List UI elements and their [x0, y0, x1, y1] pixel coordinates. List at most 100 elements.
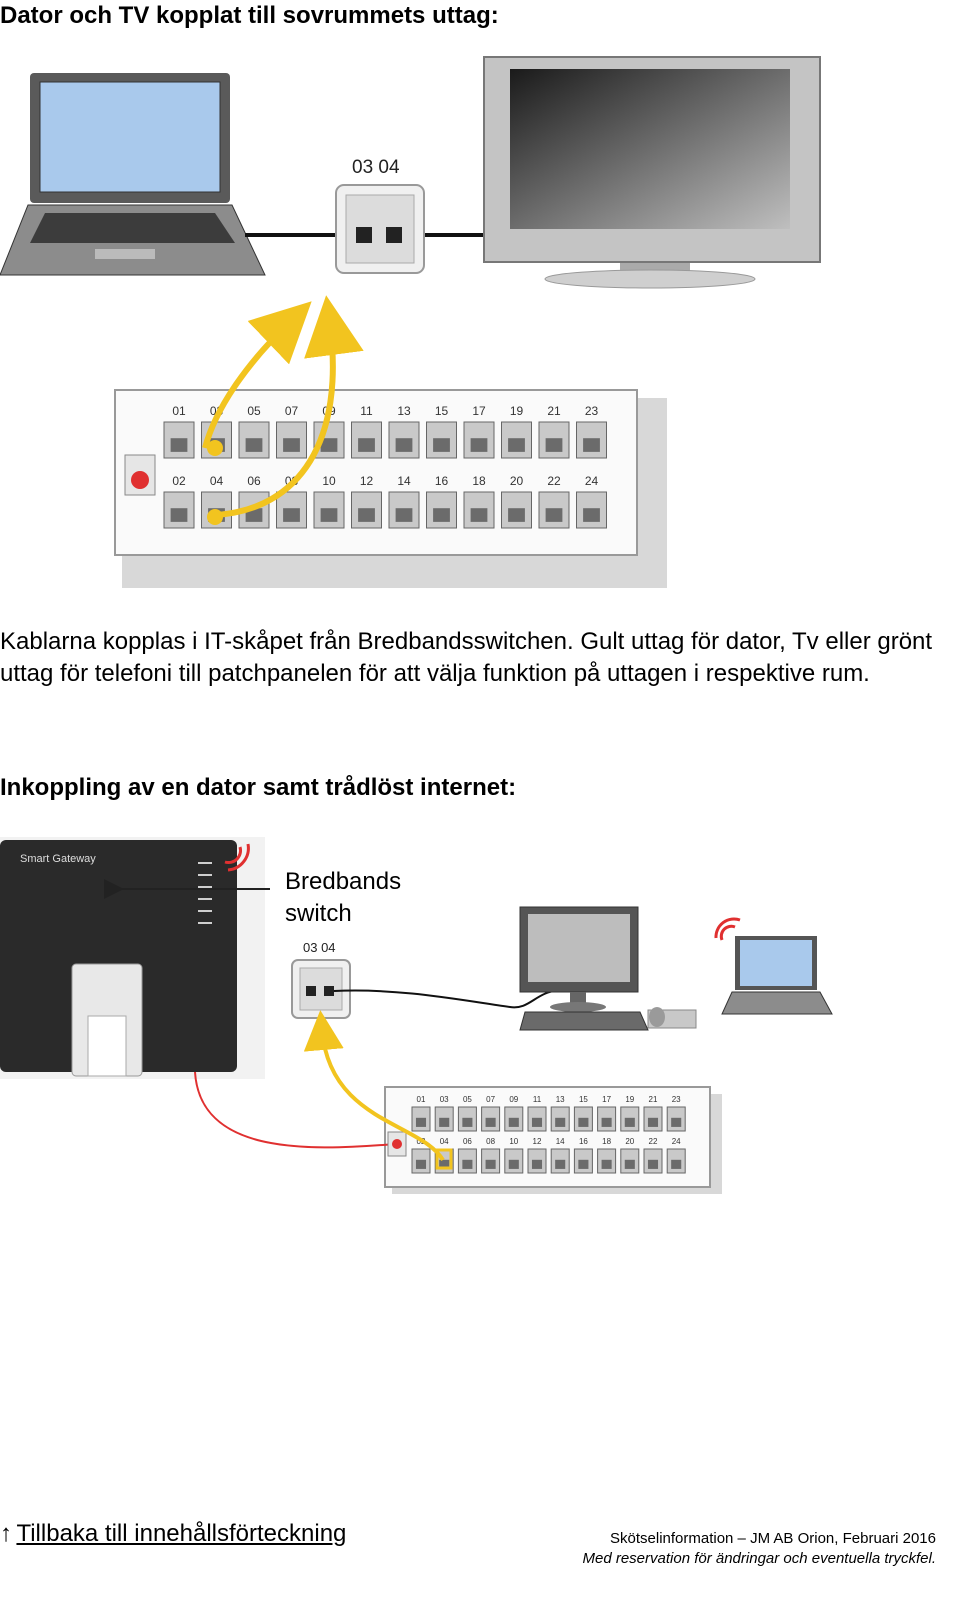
port-number-label: 24 [672, 1137, 681, 1146]
port-hole [508, 1117, 519, 1127]
section1-heading: Dator och TV kopplat till sovrummets utt… [0, 2, 499, 29]
port-number-label: 24 [585, 474, 599, 488]
port-number-label: 15 [435, 404, 449, 418]
port-hole [415, 1117, 427, 1127]
port-number-label: 04 [440, 1137, 449, 1146]
port-hole [601, 1117, 612, 1127]
port-hole [485, 1117, 496, 1127]
port-number-label: 05 [247, 404, 261, 418]
port-hole [439, 1117, 450, 1127]
outlet2-numbers: 03 04 [303, 940, 336, 955]
laptop-icon [0, 73, 266, 276]
port-number-label: 18 [472, 474, 486, 488]
port-hole [415, 1159, 427, 1169]
port-number-label: 17 [602, 1095, 611, 1104]
back-to-toc-link[interactable]: Tillbaka till innehållsförteckning [16, 1520, 347, 1547]
port-number-label: 06 [463, 1137, 472, 1146]
port-number-label: 13 [397, 404, 411, 418]
description-paragraph: Kablarna kopplas i IT-skåpet från Bredba… [0, 628, 933, 687]
port-number-label: 18 [602, 1137, 611, 1146]
port-hole [583, 508, 600, 522]
port-number-label: 07 [486, 1095, 495, 1104]
footer-info: Skötselinformation – JM AB Orion, Februa… [610, 1530, 936, 1547]
section2-heading: Inkoppling av en dator samt trådlöst int… [0, 774, 517, 801]
port-hole [439, 1159, 450, 1169]
port-hole [647, 1117, 659, 1127]
port-hole [624, 1117, 635, 1127]
port-hole [470, 438, 488, 452]
port-hole [601, 1159, 612, 1169]
port-hole [508, 438, 525, 452]
port-number-label: 05 [463, 1095, 472, 1104]
desktop-computer-icon [519, 906, 697, 1031]
port-number-label: 14 [556, 1137, 565, 1146]
port-hole [531, 1159, 543, 1169]
port-hole [555, 1159, 566, 1169]
port-number-label: 23 [585, 404, 599, 418]
switch-label-line1: Bredbands [285, 868, 402, 895]
port-hole [245, 438, 263, 452]
port-number-label: 02 [172, 474, 186, 488]
port-hole [320, 438, 338, 452]
port-number-label: 07 [285, 404, 299, 418]
port-number-label: 20 [510, 474, 524, 488]
port-number-label: 01 [417, 1095, 426, 1104]
port-hole [462, 1159, 473, 1169]
wall-outlet-icon [335, 184, 425, 274]
port-hole [170, 508, 188, 522]
port-number-label: 22 [649, 1137, 658, 1146]
port-hole [433, 508, 450, 522]
port-hole [358, 508, 375, 522]
port-hole [545, 438, 563, 452]
port-number-label: 03 [440, 1095, 449, 1104]
port-number-label: 11 [533, 1095, 542, 1104]
port-hole [671, 1117, 682, 1127]
switch-label: Bredbands switch [285, 866, 401, 930]
port-number-label: 06 [247, 474, 261, 488]
port-number-label: 20 [625, 1137, 634, 1146]
port-hole [531, 1117, 543, 1127]
port-hole [545, 508, 563, 522]
arrow-up-icon: ↑ [0, 1520, 12, 1547]
port-number-label: 21 [547, 404, 561, 418]
port-number-label: 04 [210, 474, 224, 488]
switch-label-line2: switch [285, 900, 352, 927]
port-hole [470, 508, 488, 522]
port-number-label: 23 [672, 1095, 681, 1104]
port-number-label: 12 [360, 474, 374, 488]
port-number-label: 08 [486, 1137, 495, 1146]
port-hole [395, 508, 413, 522]
smart-gateway-icon [0, 837, 265, 1079]
port-hole [624, 1159, 635, 1169]
port-number-label: 19 [510, 404, 524, 418]
port-hole [395, 438, 413, 452]
back-link-row[interactable]: ↑ Tillbaka till innehållsförteckning [0, 1518, 346, 1550]
port-hole [433, 438, 450, 452]
port-number-label: 22 [547, 474, 561, 488]
port-hole [508, 1159, 519, 1169]
gateway-label: Smart Gateway [20, 853, 96, 865]
port-number-label: 16 [579, 1137, 588, 1146]
port-number-label: 17 [472, 404, 486, 418]
port-hole [283, 508, 300, 522]
port-number-label: 12 [533, 1137, 542, 1146]
port-hole [462, 1117, 473, 1127]
port-hole [170, 438, 188, 452]
port-hole [358, 438, 375, 452]
port-hole [583, 438, 600, 452]
tv-icon [483, 56, 821, 289]
port-number-label: 13 [556, 1095, 565, 1104]
port-hole [647, 1159, 659, 1169]
port-number-label: 21 [649, 1095, 658, 1104]
outlet1-numbers: 03 04 [352, 157, 400, 178]
diagram1-devices: 03 04 [0, 56, 821, 289]
port-number-label: 15 [579, 1095, 588, 1104]
port-hole [508, 508, 525, 522]
port-hole [283, 438, 300, 452]
wireless-laptop-icon [714, 917, 833, 1015]
port-number-label: 10 [322, 474, 336, 488]
port-hole [671, 1159, 682, 1169]
port-number-label: 14 [397, 474, 411, 488]
port-number-label: 01 [172, 404, 186, 418]
